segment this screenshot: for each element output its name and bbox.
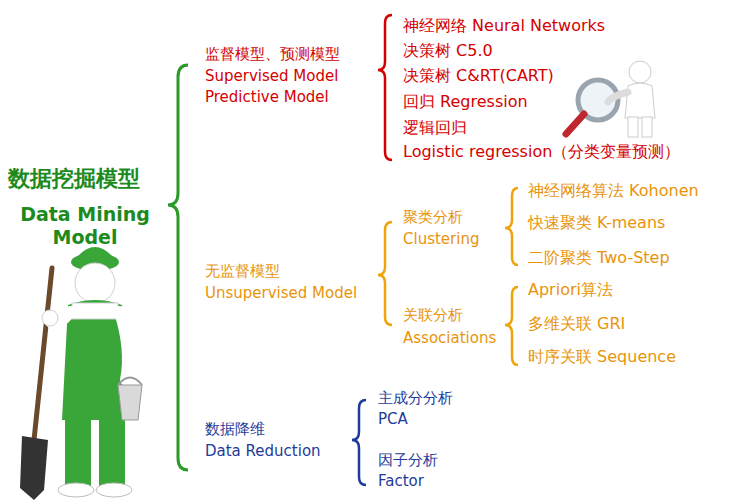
magnifier-figure [566,61,655,137]
branch-label: 无监督模型 [205,262,280,280]
leaf-label: 神经网络算法 Kohonen [528,181,699,200]
leaf-label: 回归 Regression [403,92,528,111]
leaf-label: 二阶聚类 Two-Step [528,248,670,267]
leaf-label: 主成分分析 [378,389,453,407]
supervised-brace [378,15,392,160]
reduction-brace [352,400,366,485]
leaf-label: Apriori算法 [528,280,613,299]
branch-label: Supervised Model [205,67,338,85]
leaf-label: 决策树 C5.0 [403,41,493,60]
branch-label: Data Reduction [205,442,321,460]
branch-label: Predictive Model [205,88,329,106]
leaf-label: 神经网络 Neural Networks [403,16,605,35]
unsupervised-brace [378,222,392,325]
branch-label: 数据降维 [205,420,265,438]
leaf-label: PCA [378,410,408,428]
group-label: 聚类分析 [403,208,463,226]
root-title: 数据挖掘模型 [8,166,140,192]
root-title: Data Mining Model [10,203,160,249]
digger-figure [20,247,142,500]
leaf-label: Logistic regression（分类变量预测） [403,142,680,161]
leaf-label: 快速聚类 K-means [528,213,665,232]
branch-label: 监督模型、预测模型 [205,45,340,63]
main-brace [168,65,188,470]
group-label: Clustering [403,230,479,248]
leaf-label: 因子分析 [378,451,438,469]
leaf-label: 逻辑回归 [403,118,467,137]
associations-brace [505,287,518,365]
clustering-brace [505,188,518,265]
group-label: 关联分析 [403,306,463,324]
leaf-label: 时序关联 Sequence [528,347,676,366]
group-label: Associations [403,329,496,347]
leaf-label: 多维关联 GRI [528,314,625,333]
branch-label: Unsupervised Model [205,284,357,302]
leaf-label: 决策树 C&RT(CART) [403,66,554,85]
leaf-label: Factor [378,472,424,490]
